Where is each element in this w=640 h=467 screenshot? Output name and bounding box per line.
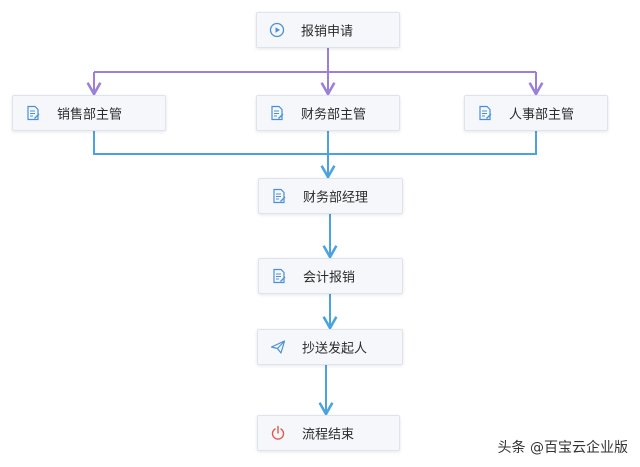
node-label: 财务部主管 xyxy=(301,107,367,123)
finance-supervisor-node[interactable]: 财务部主管 xyxy=(256,95,400,131)
approval-form-icon xyxy=(271,105,284,121)
node-label: 流程结束 xyxy=(302,427,355,443)
accounting-node[interactable]: 会计报销 xyxy=(258,258,403,294)
main-connector xyxy=(93,131,537,417)
approval-form-icon xyxy=(273,268,286,284)
node-label: 人事部主管 xyxy=(509,107,575,123)
approval-form-icon xyxy=(479,105,492,121)
cc-initiator-node[interactable]: 抄送发起人 xyxy=(257,329,403,365)
paper-plane-icon xyxy=(270,340,286,354)
hr-manager-node[interactable]: 人事部主管 xyxy=(464,95,608,131)
node-label: 财务部经理 xyxy=(303,190,369,206)
watermark: 头条 @百宝云企业版 xyxy=(497,440,628,456)
node-label: 销售部主管 xyxy=(57,107,123,123)
node-label: 会计报销 xyxy=(303,270,356,286)
end-node[interactable]: 流程结束 xyxy=(257,415,400,451)
approval-form-icon xyxy=(27,105,40,121)
branch-connector xyxy=(86,47,544,97)
approval-form-icon xyxy=(273,188,286,204)
node-label: 抄送发起人 xyxy=(302,341,368,357)
finance-manager-node[interactable]: 财务部经理 xyxy=(258,178,403,214)
node-label: 报销申请 xyxy=(301,24,354,40)
power-icon xyxy=(271,425,285,440)
sales-manager-node[interactable]: 销售部主管 xyxy=(12,95,166,131)
play-circle-icon xyxy=(269,22,285,38)
start-node[interactable]: 报销申请 xyxy=(256,12,400,48)
